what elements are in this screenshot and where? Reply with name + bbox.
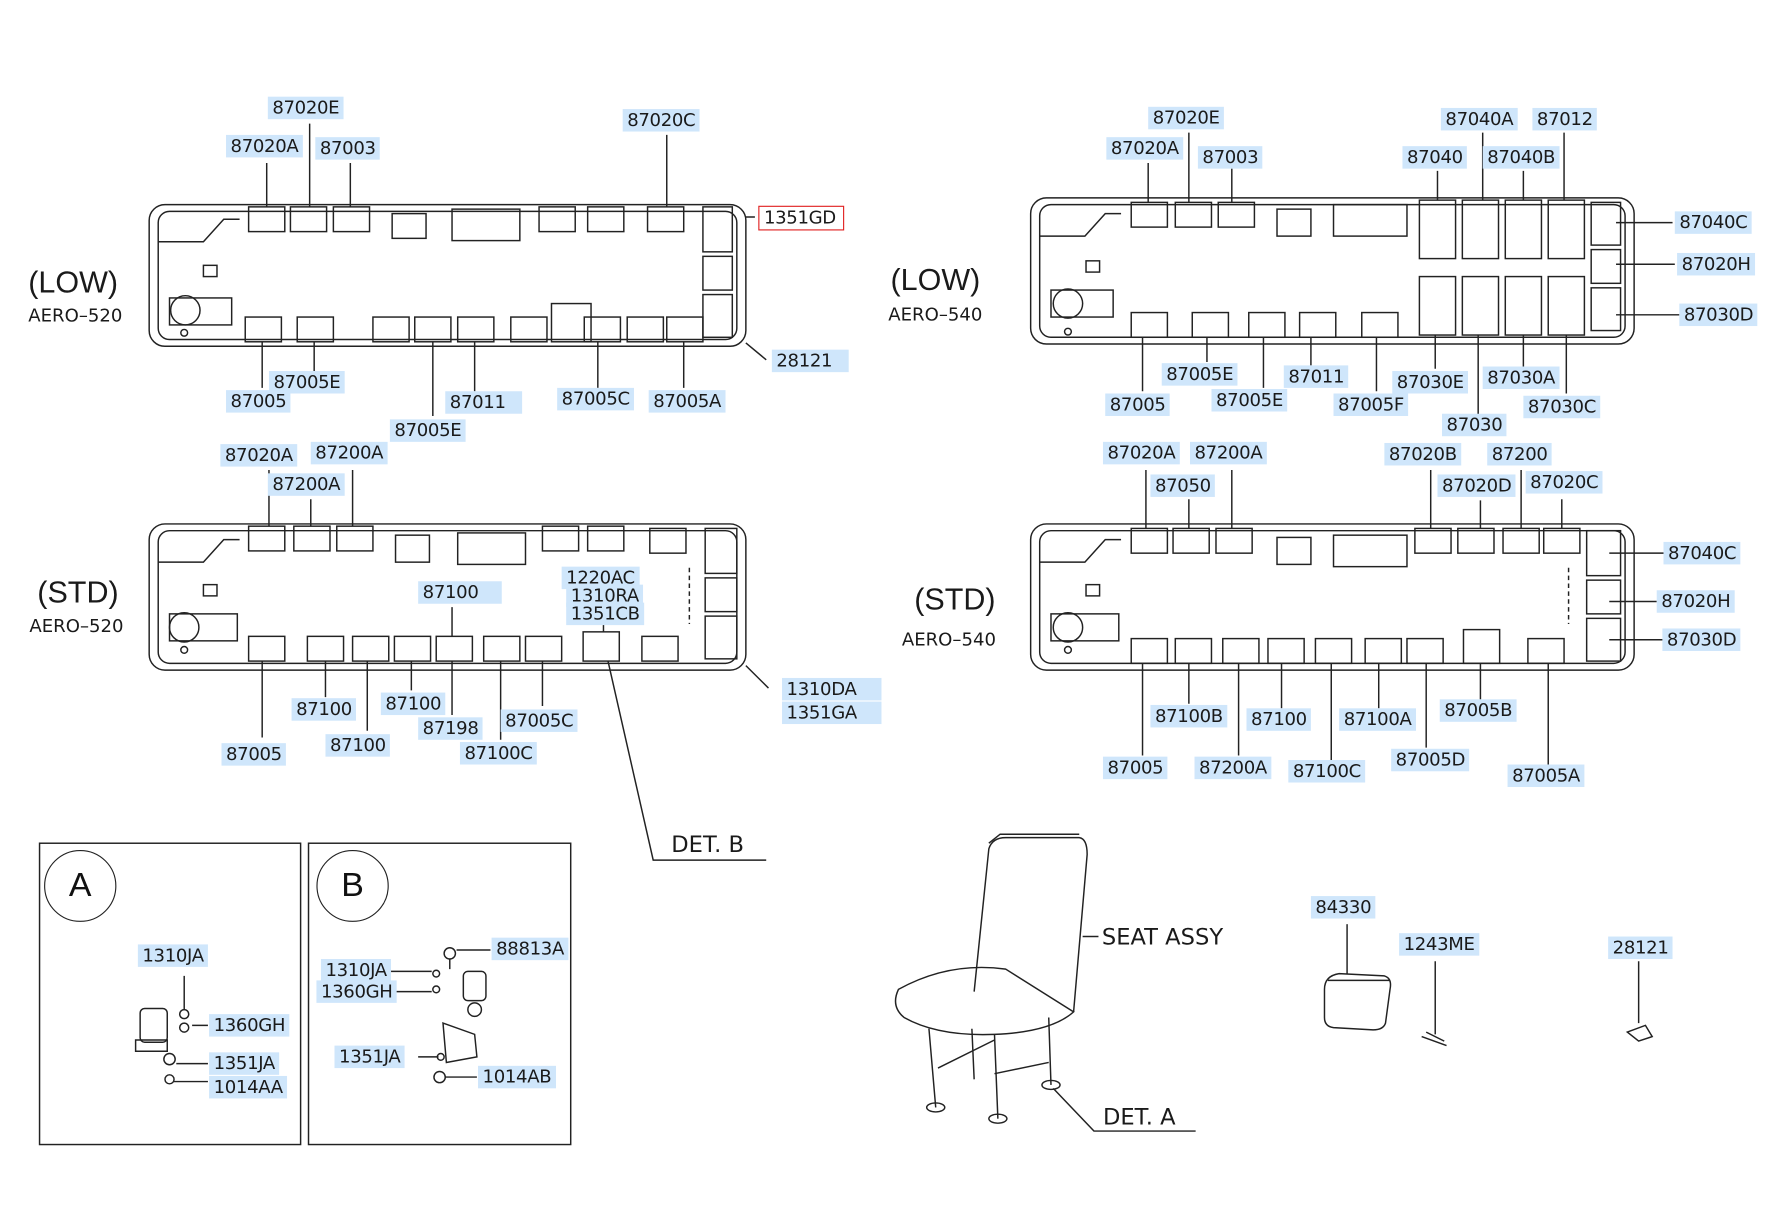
part-number-label[interactable]: 87005E — [1211, 389, 1288, 412]
part-number-label[interactable]: 87100 — [380, 692, 446, 716]
seat-assy-label: SEAT ASSY — [1101, 923, 1224, 951]
low520-model: AERO–520 — [28, 304, 123, 327]
detail-a-marker: A — [44, 849, 117, 922]
part-number-label[interactable]: 87011 — [445, 391, 523, 414]
part-number-label[interactable]: 87030D — [1662, 628, 1741, 651]
part-number-label[interactable]: 87005C — [500, 709, 578, 732]
part-number-label[interactable]: 87100 — [325, 734, 391, 757]
part-number-label[interactable]: 87200A — [1194, 756, 1272, 780]
part-number-label[interactable]: 1351GA — [782, 701, 882, 725]
std540-title: (STD) — [914, 582, 996, 617]
part-number-label[interactable]: 87005E — [268, 371, 345, 394]
part-number-label[interactable]: 1351JA — [209, 1052, 280, 1075]
part-number-label[interactable]: 87100C — [459, 742, 538, 765]
part-number-label[interactable]: 87005E — [1161, 363, 1238, 386]
part-number-label[interactable]: 87020E — [267, 96, 344, 120]
part-number-label[interactable]: 1310JA — [137, 944, 209, 967]
part-number-label[interactable]: 87020A — [1102, 441, 1180, 465]
part-number-label[interactable]: 28121 — [771, 349, 849, 373]
part-number-label[interactable]: 87100 — [291, 698, 357, 721]
part-number-label[interactable]: 87020D — [1437, 474, 1516, 497]
part-number-label[interactable]: 1360GH — [316, 980, 398, 1003]
part-number-label[interactable]: 87040C — [1663, 541, 1741, 565]
low540-model: AERO–540 — [888, 303, 983, 325]
part-number-label-highlighted[interactable]: 1351GD — [758, 205, 845, 231]
part-number-label[interactable]: 87005A — [648, 390, 726, 413]
std540-model: AERO–540 — [901, 628, 996, 650]
part-number-label[interactable]: 87011 — [1283, 365, 1349, 388]
std520-model: AERO–520 — [29, 614, 124, 637]
part-number-label[interactable]: 84330 — [1310, 896, 1376, 919]
part-number-label[interactable]: 87003 — [315, 137, 381, 160]
part-number-label[interactable]: 1351JA — [334, 1045, 405, 1069]
det-a-label: DET. A — [1102, 1102, 1176, 1130]
part-number-label[interactable]: 87030 — [1442, 413, 1507, 437]
std520-title: (STD) — [37, 575, 119, 610]
part-number-label[interactable]: 87005 — [221, 743, 287, 766]
part-number-label[interactable]: 87030A — [1482, 366, 1560, 390]
part-number-label[interactable]: 87200A — [1189, 441, 1267, 465]
det-b-label: DET. B — [671, 830, 744, 858]
part-number-label[interactable]: 87030E — [1392, 371, 1469, 394]
part-number-label[interactable]: 87005E — [389, 419, 466, 442]
part-number-label[interactable]: 87005 — [226, 390, 291, 413]
part-number-label[interactable]: 1243ME — [1399, 933, 1480, 956]
part-number-label[interactable]: 87020A — [226, 134, 303, 158]
part-number-label[interactable]: 87030D — [1679, 303, 1758, 327]
part-number-label[interactable]: 87100C — [1288, 760, 1366, 783]
part-number-label[interactable]: 87198 — [418, 717, 484, 740]
part-number-label[interactable]: 87005D — [1391, 748, 1470, 772]
part-number-label[interactable]: 87100A — [1339, 708, 1417, 731]
part-number-label[interactable]: 87040 — [1402, 146, 1468, 169]
part-number-label[interactable]: 1351CB — [566, 602, 645, 626]
part-number-label[interactable]: 1014AA — [209, 1075, 288, 1099]
part-number-label[interactable]: 87030C — [1523, 395, 1601, 419]
part-number-label[interactable]: 87100 — [418, 581, 502, 604]
part-number-label[interactable]: 87100 — [1246, 708, 1312, 731]
part-number-label[interactable]: 1360GH — [209, 1014, 290, 1037]
part-number-label[interactable]: 87040C — [1674, 211, 1752, 234]
part-number-label[interactable]: 87200 — [1487, 442, 1553, 466]
part-number-label[interactable]: 87005A — [1507, 764, 1585, 788]
part-number-label[interactable]: 87003 — [1197, 146, 1263, 169]
low540-title: (LOW) — [890, 263, 981, 297]
part-number-label[interactable]: 88813A — [491, 937, 569, 961]
part-number-label[interactable]: 87012 — [1532, 107, 1598, 131]
part-number-label[interactable]: 87005 — [1102, 756, 1168, 780]
part-number-label[interactable]: 87005F — [1333, 393, 1409, 416]
part-number-label[interactable]: 87020H — [1677, 252, 1756, 276]
part-number-label[interactable]: 87020A — [1106, 137, 1184, 160]
part-number-label[interactable]: 87020C — [622, 109, 700, 132]
part-number-label[interactable]: 87040A — [1440, 107, 1518, 131]
part-number-label[interactable]: 1220AC — [561, 566, 640, 590]
part-number-label[interactable]: 1310JA — [320, 959, 392, 982]
part-number-label[interactable]: 87020A — [220, 444, 298, 467]
part-number-label[interactable]: 87020C — [1525, 471, 1603, 494]
part-number-label[interactable]: 87200A — [310, 441, 388, 465]
part-number-label[interactable]: 87005C — [557, 387, 635, 411]
detail-b-marker: B — [316, 849, 389, 922]
part-number-label[interactable]: 87040B — [1482, 146, 1560, 169]
part-number-label[interactable]: 87020E — [1148, 106, 1225, 130]
part-number-label[interactable]: 87020H — [1656, 590, 1735, 613]
part-number-label[interactable]: 1310RA — [566, 584, 644, 608]
part-number-label[interactable]: 87200A — [267, 473, 345, 496]
part-number-label[interactable]: 87100B — [1150, 704, 1228, 728]
part-number-label[interactable]: 87050 — [1150, 474, 1216, 497]
part-number-label[interactable]: 28121 — [1608, 936, 1674, 960]
part-number-label[interactable]: 1014AB — [478, 1065, 556, 1089]
part-number-label[interactable]: 87005 — [1105, 393, 1171, 416]
part-number-label[interactable]: 1310DA — [782, 677, 882, 701]
part-number-label[interactable]: 87020B — [1384, 442, 1462, 466]
low520-title: (LOW) — [28, 265, 119, 300]
part-number-label[interactable]: 87005B — [1439, 699, 1517, 722]
